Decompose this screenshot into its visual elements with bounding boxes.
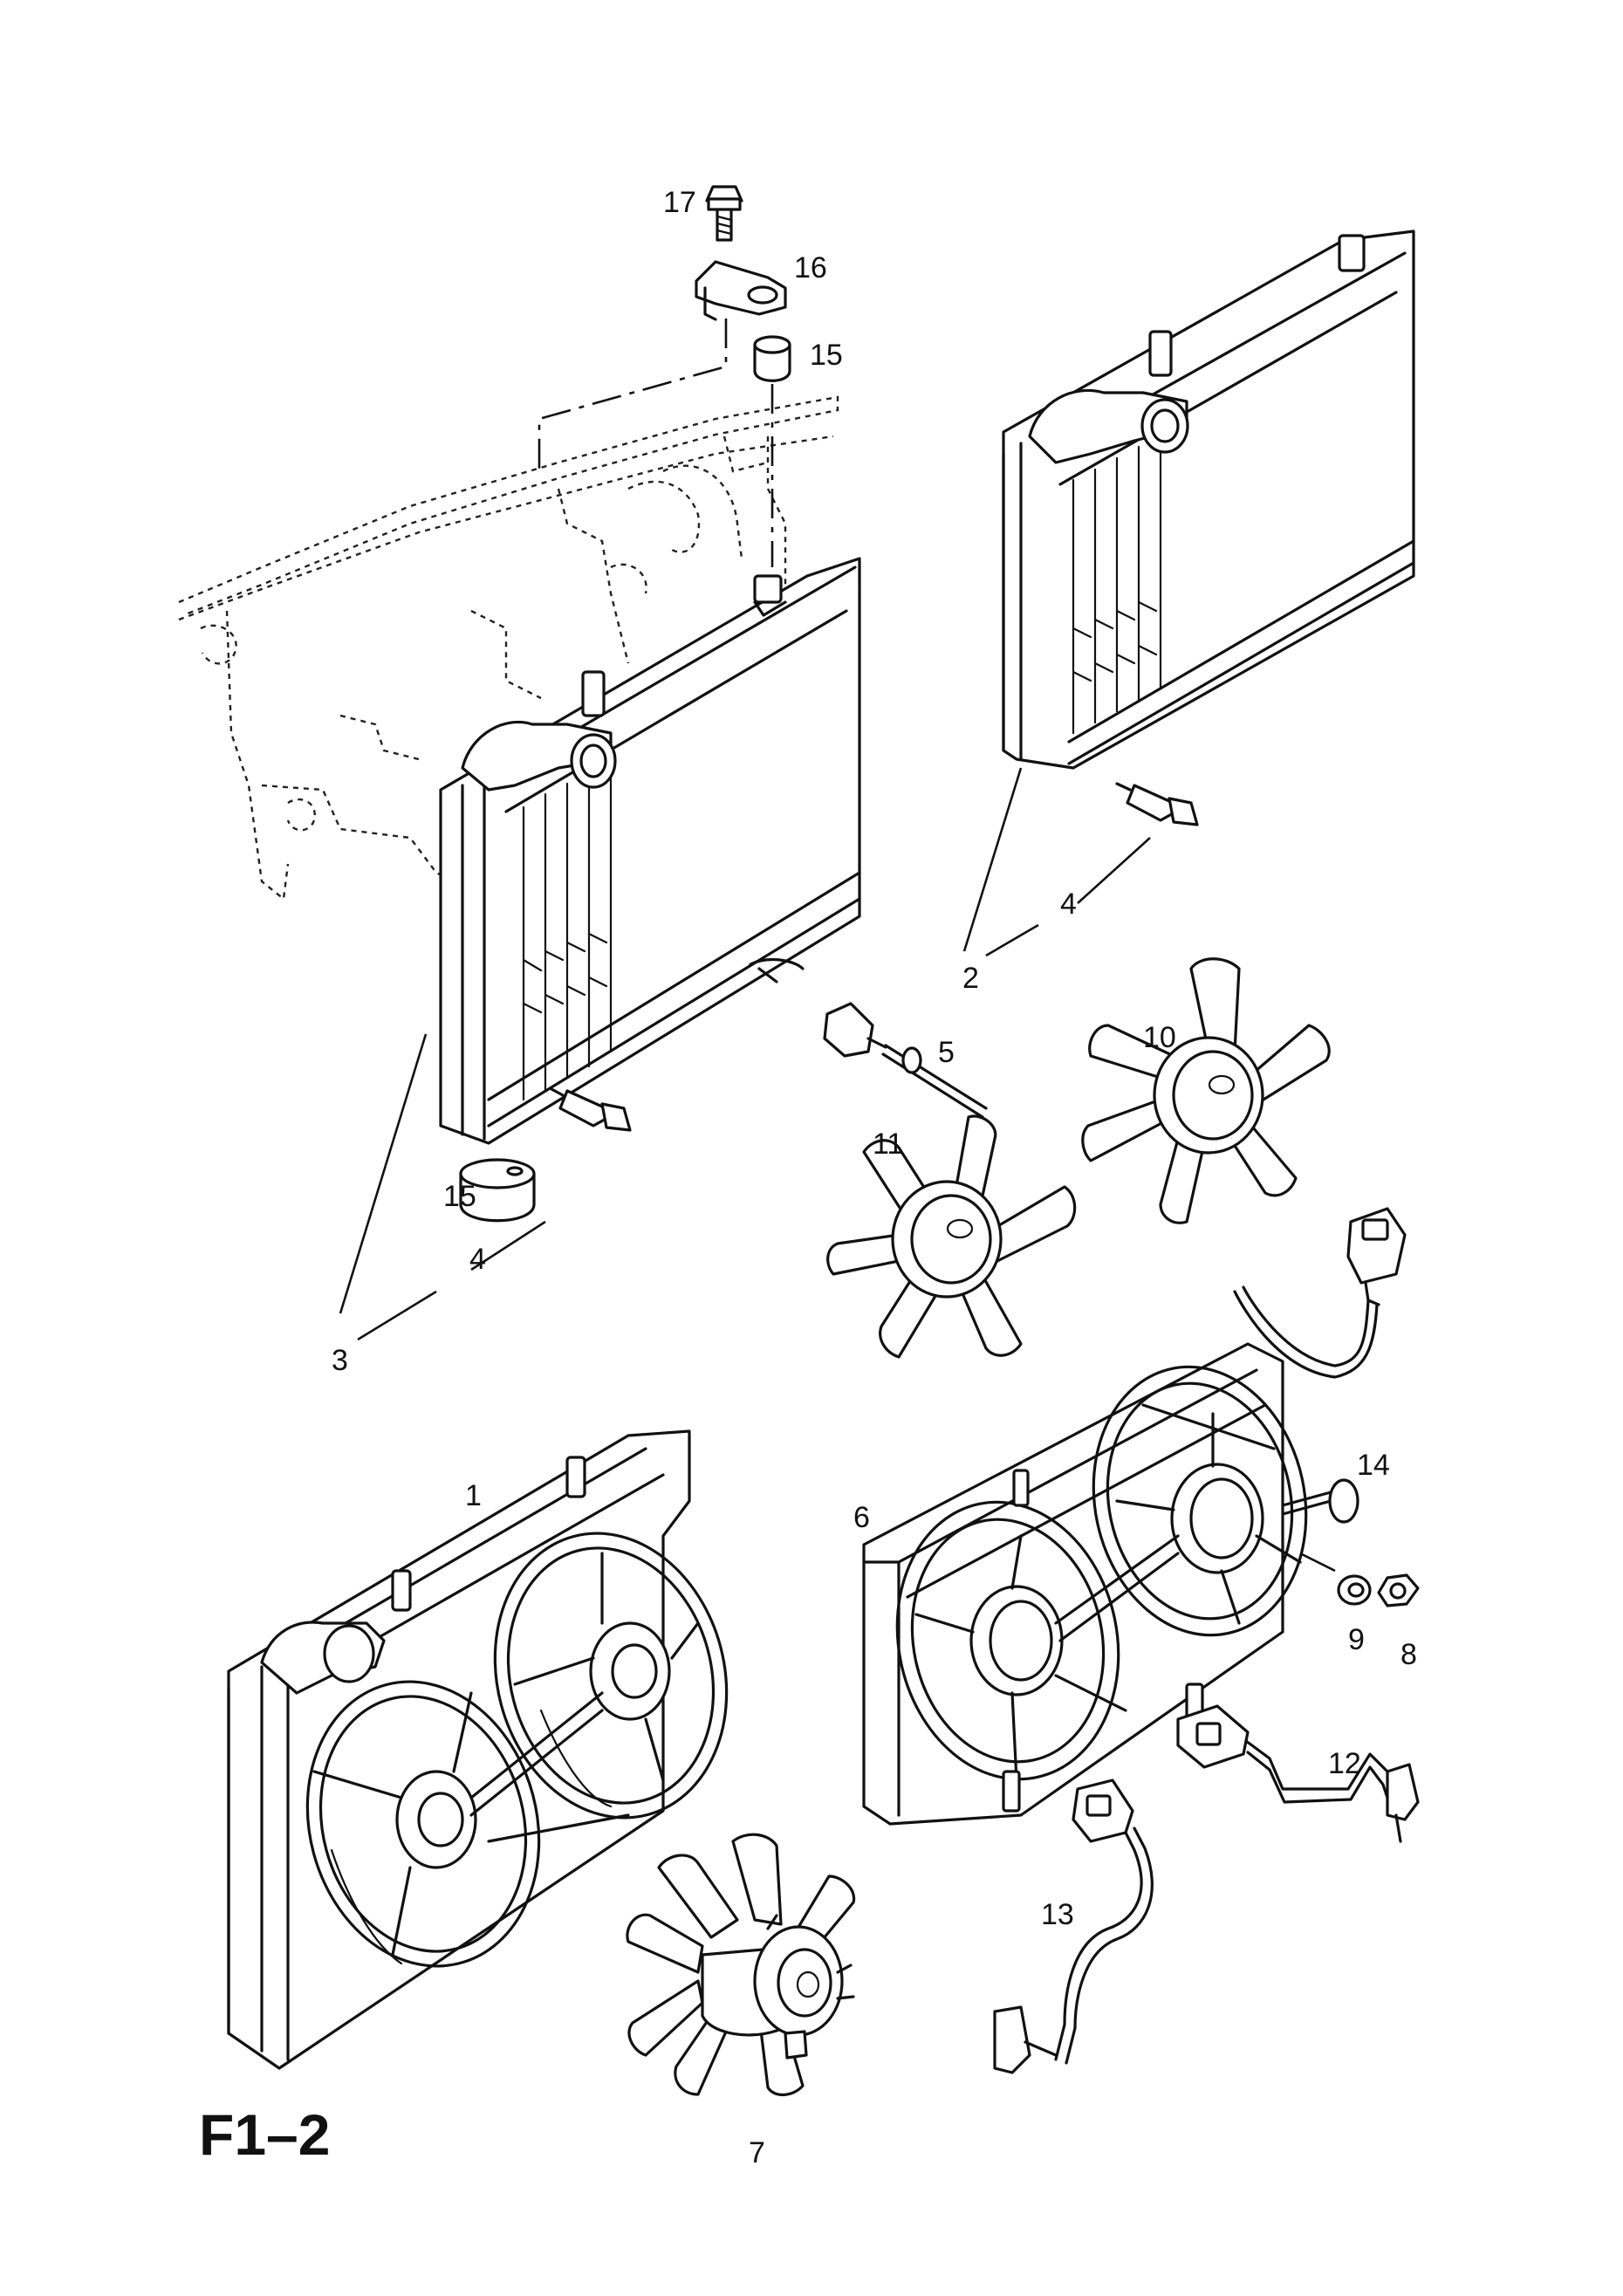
callout-5: 5	[938, 1036, 955, 1069]
part-1-radiator-fan-assembly	[227, 1429, 729, 2070]
callout-13: 13	[1041, 1898, 1074, 1931]
part-7-fan-motor	[626, 1833, 856, 2096]
part-16-bracket	[695, 260, 787, 321]
part-3-radiator	[439, 557, 861, 1145]
body-front-panel	[178, 395, 839, 901]
callout-7: 7	[749, 2136, 765, 2169]
part-11-fan-blade	[826, 1114, 1077, 1359]
reference-line-bracket	[538, 319, 728, 476]
part-4-drain-plug-left	[550, 1087, 632, 1132]
callout-4-lower: 4	[469, 1243, 486, 1276]
part-12-harness	[1176, 1704, 1420, 1843]
part-13-harness	[993, 1779, 1154, 2074]
callout-16: 16	[794, 251, 827, 284]
callout-2: 2	[962, 962, 979, 995]
callout-12: 12	[1328, 1747, 1361, 1780]
callout-17: 17	[663, 186, 696, 219]
part-2-radiator	[1002, 230, 1415, 770]
callout-10: 10	[1143, 1021, 1176, 1054]
part-6-fan-shroud	[862, 1342, 1308, 1826]
callout-9: 9	[1348, 1623, 1365, 1656]
callout-15-top: 15	[810, 339, 843, 372]
leader-lines	[339, 767, 1336, 1573]
connector-harness-10	[1233, 1207, 1407, 1379]
part-17-bolt	[705, 185, 743, 242]
figure-code: F1–2	[199, 2102, 331, 2167]
part-5-temp-switch	[823, 1002, 988, 1119]
part-15-grommet-top	[753, 335, 791, 382]
part-4-drain-plug-right	[1115, 782, 1199, 826]
part-14-screw	[1281, 1478, 1359, 1524]
callout-numbers: 17 16 15 15 4 4 3 2 5 10 11 1 6 14 9 8 1…	[332, 186, 1417, 2169]
callout-8: 8	[1400, 1638, 1417, 1671]
callout-14: 14	[1357, 1449, 1390, 1482]
part-10-fan-blade	[1081, 957, 1331, 1224]
part-9-washer	[1337, 1574, 1372, 1606]
callout-6: 6	[853, 1501, 870, 1534]
part-15-grommet-lower	[459, 1158, 536, 1223]
callout-11: 11	[873, 1127, 903, 1161]
callout-4-upper: 4	[1060, 888, 1077, 921]
callout-1: 1	[465, 1479, 482, 1512]
part-8-nut	[1377, 1573, 1420, 1607]
callout-15-lower: 15	[443, 1180, 476, 1213]
callout-3: 3	[332, 1344, 348, 1377]
